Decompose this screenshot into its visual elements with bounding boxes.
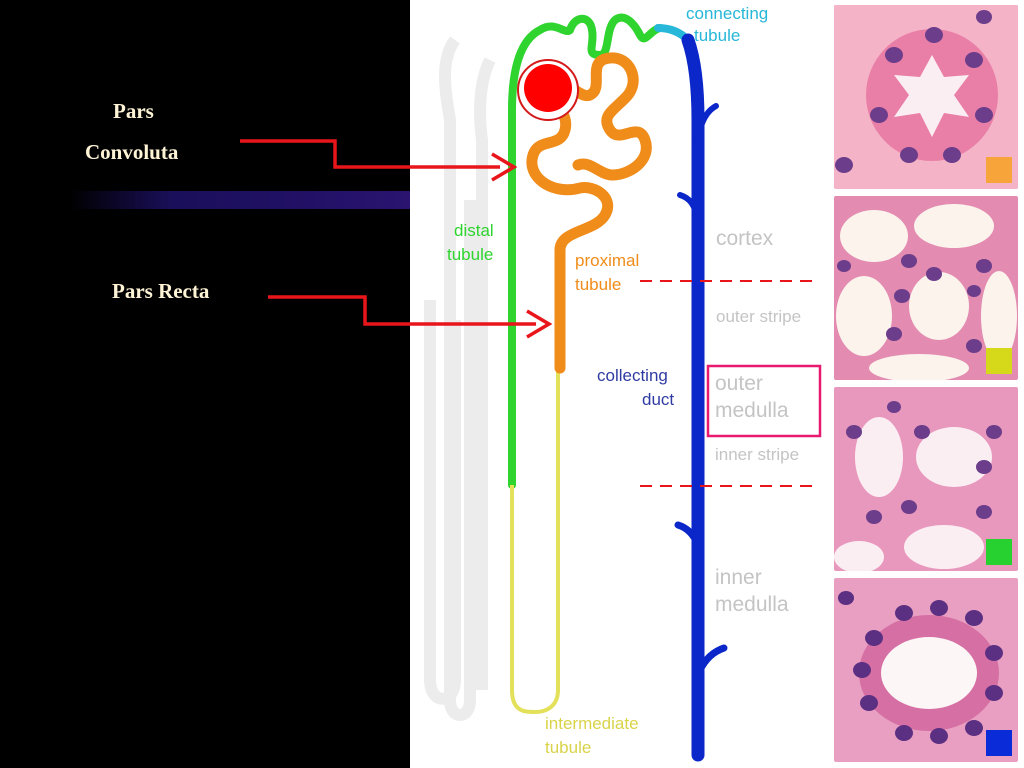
proximal-tubule-path — [526, 52, 652, 374]
swatch-inner-stripe — [986, 539, 1012, 565]
intermediate-tubule-label-1: intermediate — [545, 714, 639, 733]
zone-cortex-label: cortex — [716, 227, 774, 250]
intermediate-tubule-label-2: tubule — [545, 738, 591, 757]
pars-recta-label: Pars Recta — [112, 279, 210, 303]
histology-image-inner-medulla — [834, 578, 1018, 762]
glomerulus — [524, 64, 572, 112]
distal-tubule-label-2: tubule — [447, 245, 493, 264]
connecting-tubule-label-2: tubule — [694, 26, 740, 45]
collecting-duct-label-2: duct — [642, 390, 674, 409]
zone-outer-stripe-label: outer stripe — [716, 307, 801, 326]
decorative-band — [70, 191, 410, 209]
proximal-tubule-label-2: tubule — [575, 275, 621, 294]
collecting-duct-branch-left — [677, 192, 701, 223]
histology-tile-outer-stripe — [834, 196, 1018, 380]
zone-inner-medulla-label-1: inner — [715, 566, 762, 589]
distal-tubule-label-1: distal — [454, 221, 494, 240]
histology-tile-inner-stripe — [834, 387, 1018, 571]
arrow-pars-convoluta — [240, 139, 518, 182]
swatch-inner-medulla — [986, 730, 1012, 756]
proximal-tubule-label-1: proximal — [575, 251, 639, 270]
histology-tile-proximal — [834, 5, 1018, 189]
swatch-proximal — [986, 157, 1012, 183]
arrow-pars-recta — [268, 295, 553, 339]
collecting-duct-path — [681, 33, 705, 762]
histology-tile-inner-medulla — [834, 578, 1018, 762]
zone-outer-medulla-label-1: outer — [715, 372, 763, 395]
collecting-duct-label-1: collecting — [597, 366, 668, 385]
collecting-duct-branch-lower-left — [674, 521, 702, 549]
zone-inner-stripe-label: inner stripe — [715, 445, 799, 464]
zone-outer-medulla-label-2: medulla — [715, 399, 789, 422]
swatch-outer-stripe — [986, 348, 1012, 374]
pars-convoluta-label-line1: Pars — [113, 99, 154, 123]
collecting-duct-branch-upper — [695, 103, 719, 143]
distal-tubule-path — [508, 13, 664, 489]
intermediate-tubule-path — [510, 368, 560, 715]
zone-inner-medulla-label-2: medulla — [715, 593, 789, 616]
collecting-duct-branch-bottom-right — [696, 644, 728, 674]
pars-convoluta-label-line2: Convoluta — [85, 140, 179, 164]
background-nephron-outlines — [424, 36, 496, 721]
outer-medulla-highlight-box — [706, 364, 822, 438]
connecting-tubule-label-1: connecting — [686, 4, 768, 23]
